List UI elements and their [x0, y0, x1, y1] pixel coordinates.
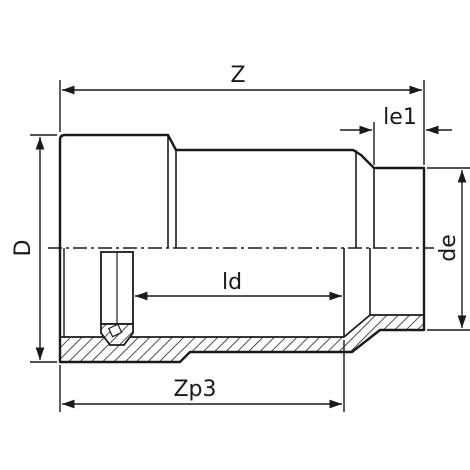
dimension-le1 — [340, 122, 452, 165]
heating-wire-core — [107, 323, 123, 338]
dimension-zp3 — [59, 340, 345, 412]
dimension-de — [427, 167, 470, 331]
label-zp3: Zp3 — [173, 377, 216, 402]
section-wall-hatched — [60, 248, 424, 362]
exterior-view — [58, 133, 426, 248]
label-d: D — [11, 240, 36, 257]
label-ld: ld — [222, 270, 242, 295]
label-z: Z — [230, 63, 245, 88]
label-de: de — [436, 234, 461, 262]
section-outline — [58, 248, 426, 364]
socket-body-outline — [58, 133, 426, 248]
label-le1: le1 — [383, 105, 417, 130]
dimension-d — [30, 134, 57, 363]
dimension-z — [59, 80, 425, 165]
section-view — [58, 248, 426, 364]
